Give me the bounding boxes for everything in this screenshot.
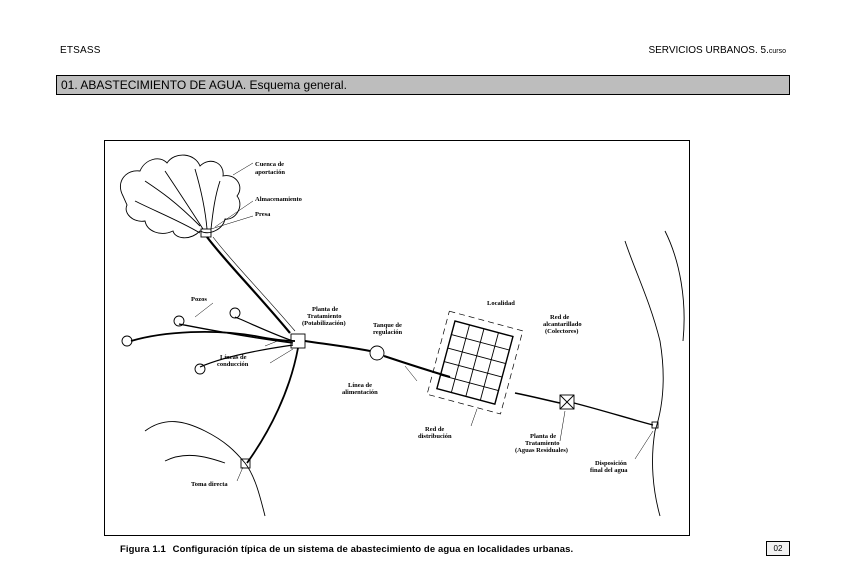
label-cuenca-2: aportación [255,169,285,176]
diagram-drawing: Cuenca de aportación Almacenamiento Pres… [120,154,685,517]
label-pt-res-3: (Aguas Residuales) [515,447,568,454]
label-linea-alim-2: alimentación [342,389,378,396]
label-disposicion-2: final del agua [590,467,628,474]
label-tanque: Tanque de [373,322,402,329]
sewage-line [514,392,561,404]
label-red-alc-3: (Colectores) [545,328,578,335]
label-localidad: Localidad [487,300,515,307]
direct-intake-line [246,347,299,464]
header-course-number: 5 [760,45,767,56]
final-disposal [651,421,659,429]
label-toma-directa: Toma directa [191,481,228,488]
town-grid [426,310,524,415]
label-linea-alim: Línea de [348,382,372,389]
label-red-dist: Red de [425,426,444,433]
label-lineas: Líneas de [220,354,247,361]
figure-number: Figura 1.1 [120,544,166,555]
watershed-outline [120,154,241,239]
header-course-name: SERVICIOS URBANOS. [648,45,758,56]
feed-line-to-tank [304,340,371,352]
direct-intake [240,458,251,469]
label-presa: Presa [255,211,271,218]
label-tanque-2: regulación [373,329,403,336]
well-line-1 [130,330,296,342]
label-planta-3: (Potabilización) [302,320,346,327]
label-red-alc-2: alcantarillado [543,321,582,328]
label-pt-res: Planta de [530,433,556,440]
wastewater-plant [559,394,575,410]
label-red-alc: Red de [550,314,569,321]
water-supply-diagram: Cuenca de aportación Almacenamiento Pres… [104,140,690,536]
label-planta: Planta de [312,306,338,313]
header-right-course: SERVICIOS URBANOS. 5.curso [648,45,786,56]
label-planta-2: Tratamiento [307,313,342,320]
header-course-suffix: curso [768,48,786,55]
header-left-school: ETSASS [60,45,101,56]
label-red-dist-2: distribución [418,433,452,440]
label-pozos: Pozos [191,296,207,303]
label-lineas-2: conducción [217,361,249,368]
feed-line-to-town [383,355,451,378]
figure-caption-text: Configuración típica de un sistema de ab… [172,544,574,555]
section-title: 01. ABASTECIMIENTO DE AGUA. Esquema gene… [61,78,347,92]
conduction-line-dam [206,236,291,334]
label-cuenca: Cuenca de [255,161,284,168]
label-disposicion: Disposición [595,460,627,467]
label-pt-res-2: Tratamiento [525,440,560,447]
dam-marker [200,228,212,238]
figure-caption: Figura 1.1 Configuración típica de un si… [120,544,720,555]
section-title-bar: 01. ABASTECIMIENTO DE AGUA. Esquema gene… [56,75,790,95]
label-almacenamiento: Almacenamiento [255,196,302,203]
regulation-tank [369,345,385,361]
page-number: 02 [766,541,790,556]
